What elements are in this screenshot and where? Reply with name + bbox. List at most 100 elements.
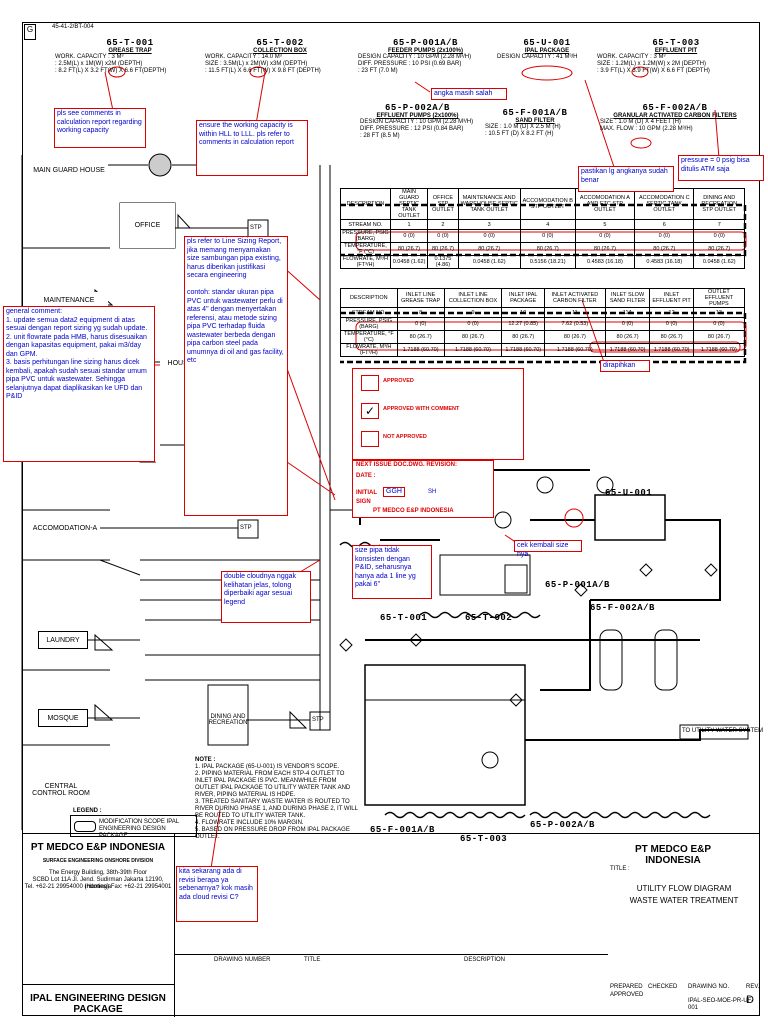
equip-spec-p001: 65-P-001A/B FEEDER PUMPS (2x100%) DESIGN…: [358, 38, 493, 75]
revision-stamp: NEXT ISSUE DOC.DWG. REVISION: DATE : INI…: [352, 460, 494, 518]
source-main-guard-house: MAIN GUARD HOUSE: [30, 150, 108, 190]
hmb-cell: 0 (0): [693, 229, 745, 243]
table-row: FLOWRATE, M³/H (FT³/H)0.0458 (1.62)0.137…: [340, 255, 745, 269]
equip-tag: 65-P-001A/B: [393, 38, 458, 48]
hmb-header: OUTLET EFFLUENT PUMPS: [692, 288, 746, 308]
tag-t003: 65-T-003: [460, 834, 508, 844]
hmb-cell: 80 (26.7): [389, 242, 429, 256]
tag-t002: 65-T-002: [465, 613, 513, 623]
hmb-cell: 80 (26.7): [543, 330, 606, 344]
equip-name: IPAL PACKAGE: [524, 48, 570, 54]
hmb-cell: 0 (0): [574, 229, 636, 243]
hmb-cell: 0.0458 (1.62): [693, 255, 745, 269]
tag-p001: 65-P-001A/B: [545, 580, 610, 590]
description-label: DESCRIPTION: [464, 957, 506, 963]
initial-label: INITIAL: [356, 490, 377, 496]
hmb-cell: 1.7188 (60.70): [501, 343, 545, 357]
hmb-cell: 80 (26.7): [574, 242, 636, 256]
note-item: 3. TREATED SANITARY WASTE WATER IS ROUTE…: [195, 799, 358, 819]
hmb-cell: STREAM NO.: [340, 307, 398, 318]
approved-checkbox[interactable]: [361, 375, 379, 391]
tag-t001: 65-T-001: [380, 613, 428, 623]
note-item: 5. BASED ON PRESSURE DROP FROM IPAL PACK…: [195, 827, 350, 840]
hmb-cell: 1.7188 (60.70): [692, 343, 746, 357]
approved-label-tb: APPROVED: [610, 992, 644, 998]
comment-hll-lll: ensure the working capacity is within HL…: [196, 120, 308, 176]
note-item: 1. IPAL PACKAGE (65-U-001) IS VENDOR'S S…: [195, 764, 340, 770]
initial-value: GGH: [383, 487, 405, 497]
title-block-left: PT MEDCO E&P INDONESIA SURFACE ENGINEERI…: [22, 834, 175, 1017]
hmb-cell: 80 (26.7): [501, 330, 545, 344]
hmb-cell: 7.62 (0.53): [543, 317, 606, 331]
hmb-cell: 8: [396, 307, 445, 318]
hmb-cell: 80 (26.7): [649, 330, 694, 344]
hmb-cell: 0 (0): [457, 229, 521, 243]
drawing-title-2: WASTE WATER TREATMENT: [629, 896, 739, 905]
hmb-header: OFFICE STP OUTLET: [427, 188, 459, 220]
equip-spec-f001: 65-F-001A/B SAND FILTER SIZE : 1.0 M (D)…: [485, 108, 585, 138]
table-row: PRESSURE, PSIG (BARG)0 (0)0 (0)0 (0)0 (0…: [340, 229, 745, 243]
hmb-header: INLET LINE COLLECTION BOX: [443, 288, 503, 308]
comment-dirapihkan: dirapihkan: [600, 360, 650, 372]
title-label: TITLE :: [610, 866, 630, 872]
table-row: PRESSURE, PSIG (BARG)0 (0)0 (0)12.27 (0.…: [340, 317, 746, 331]
hmb-cell: PRESSURE, PSIG (BARG): [340, 229, 391, 243]
hmb-cell: 0.0458 (1.62): [457, 255, 521, 269]
legend-item: MODIFICATION SCOPE IPAL ENGINEERING DESI…: [99, 819, 179, 839]
tag-u001: 65-U-001: [605, 488, 653, 498]
equip-line: MAX. FLOW : 10 GPM (2.28 M³/H): [600, 126, 693, 132]
not-approved-label: NOT APPROVED: [383, 434, 427, 440]
hmb-cell: 1.7188 (60.70): [543, 343, 606, 357]
comment-revisi: kita sekarang ada di revisi berapa ya se…: [176, 866, 258, 922]
rev-value: D: [746, 994, 754, 1006]
checked-label: CHECKED: [648, 984, 678, 990]
tag-p002: 65-P-002A/B: [530, 820, 595, 830]
table-row: FLOWRATE, M³/H (FT³/H)1.7188 (60.70)1.71…: [340, 343, 746, 357]
hmb-cell: 1.7188 (60.70): [649, 343, 694, 357]
source-mosque: MOSQUE: [38, 709, 88, 727]
equip-tag: 65-P-002A/B: [385, 103, 450, 113]
cloud-legend-icon: [74, 821, 96, 832]
legend-box: LEGEND : MODIFICATION SCOPE IPAL ENGINEE…: [70, 808, 197, 839]
hmb-cell: 0 (0): [389, 229, 429, 243]
comment-working-capacity: pls see comments in calculation report r…: [54, 108, 146, 148]
hmb-header: INLET ACTIVATED CARBON FILTER: [543, 288, 606, 308]
hmb-cell: 1.7188 (60.70): [396, 343, 445, 357]
drawing-title-1: UTILITY FLOW DIAGRAM: [636, 884, 732, 893]
source-central-control-room: CENTRAL CONTROL ROOM: [30, 770, 92, 810]
hmb-cell: 11A: [604, 307, 651, 318]
equip-line: : 2.5M(L) x 1M(W) x2M (DEPTH): [55, 61, 143, 67]
equip-line: : 28 FT (8.5 M): [360, 133, 400, 139]
equip-name: SAND FILTER: [515, 118, 555, 124]
hmb-cell: 13: [692, 307, 746, 318]
hmb-header: DESCRIPTION: [340, 288, 398, 308]
notes-block: NOTE : 1. IPAL PACKAGE (65-U-001) IS VEN…: [195, 757, 360, 841]
equip-name: FEEDER PUMPS (2x100%): [387, 48, 464, 54]
hmb-header: ACCOMODATION B STP OUTLET: [519, 188, 576, 220]
equip-spec-f002: 65-F-002A/B GRANULAR ACTIVATED CARBON FI…: [600, 103, 750, 133]
approved-label: APPROVED: [383, 378, 414, 384]
tag-f001: 65-F-001A/B: [370, 825, 435, 835]
hmb-cell: STREAM NO.: [340, 219, 391, 230]
equip-spec-u001: 65-U-001 IPAL PACKAGE DESIGN CAPACITY : …: [497, 38, 597, 61]
not-approved-checkbox[interactable]: [361, 431, 379, 447]
hmb-cell: 0.4583 (16.18): [574, 255, 636, 269]
comment-angka-salah: angka masih salah: [431, 88, 507, 100]
date-label: DATE :: [356, 473, 376, 479]
equip-tag: 65-F-002A/B: [642, 103, 708, 113]
equip-line: DIFF. PRESSURE : 10 PSI (0.69 BAR): [358, 61, 462, 67]
sign-label: SIGN: [356, 499, 371, 505]
address-1: The Energy Building, 38th-39th Floor: [48, 870, 148, 876]
hmb-cell: TEMPERATURE, °F (°C): [340, 330, 398, 344]
approved-comment-checkbox[interactable]: ✓: [361, 403, 379, 419]
equip-tag: 65-T-002: [256, 38, 304, 48]
equip-line: WORK. CAPACITY : 14.0 M³: [205, 54, 282, 60]
drawing-no: IPAL-SEO-MOE-PR-UF-001: [688, 998, 754, 1011]
equip-tag: 65-F-001A/B: [502, 108, 568, 118]
hmb-cell: 0 (0): [427, 229, 459, 243]
equip-tag: 65-T-003: [652, 38, 700, 48]
hmb-cell: 0.5156 (18.21): [519, 255, 576, 269]
hmb-cell: 80 (26.7): [634, 242, 695, 256]
notes-title: NOTE :: [195, 757, 216, 763]
equip-line: DIFF. PRESSURE : 12 PSI (0.84 BAR): [360, 126, 464, 132]
